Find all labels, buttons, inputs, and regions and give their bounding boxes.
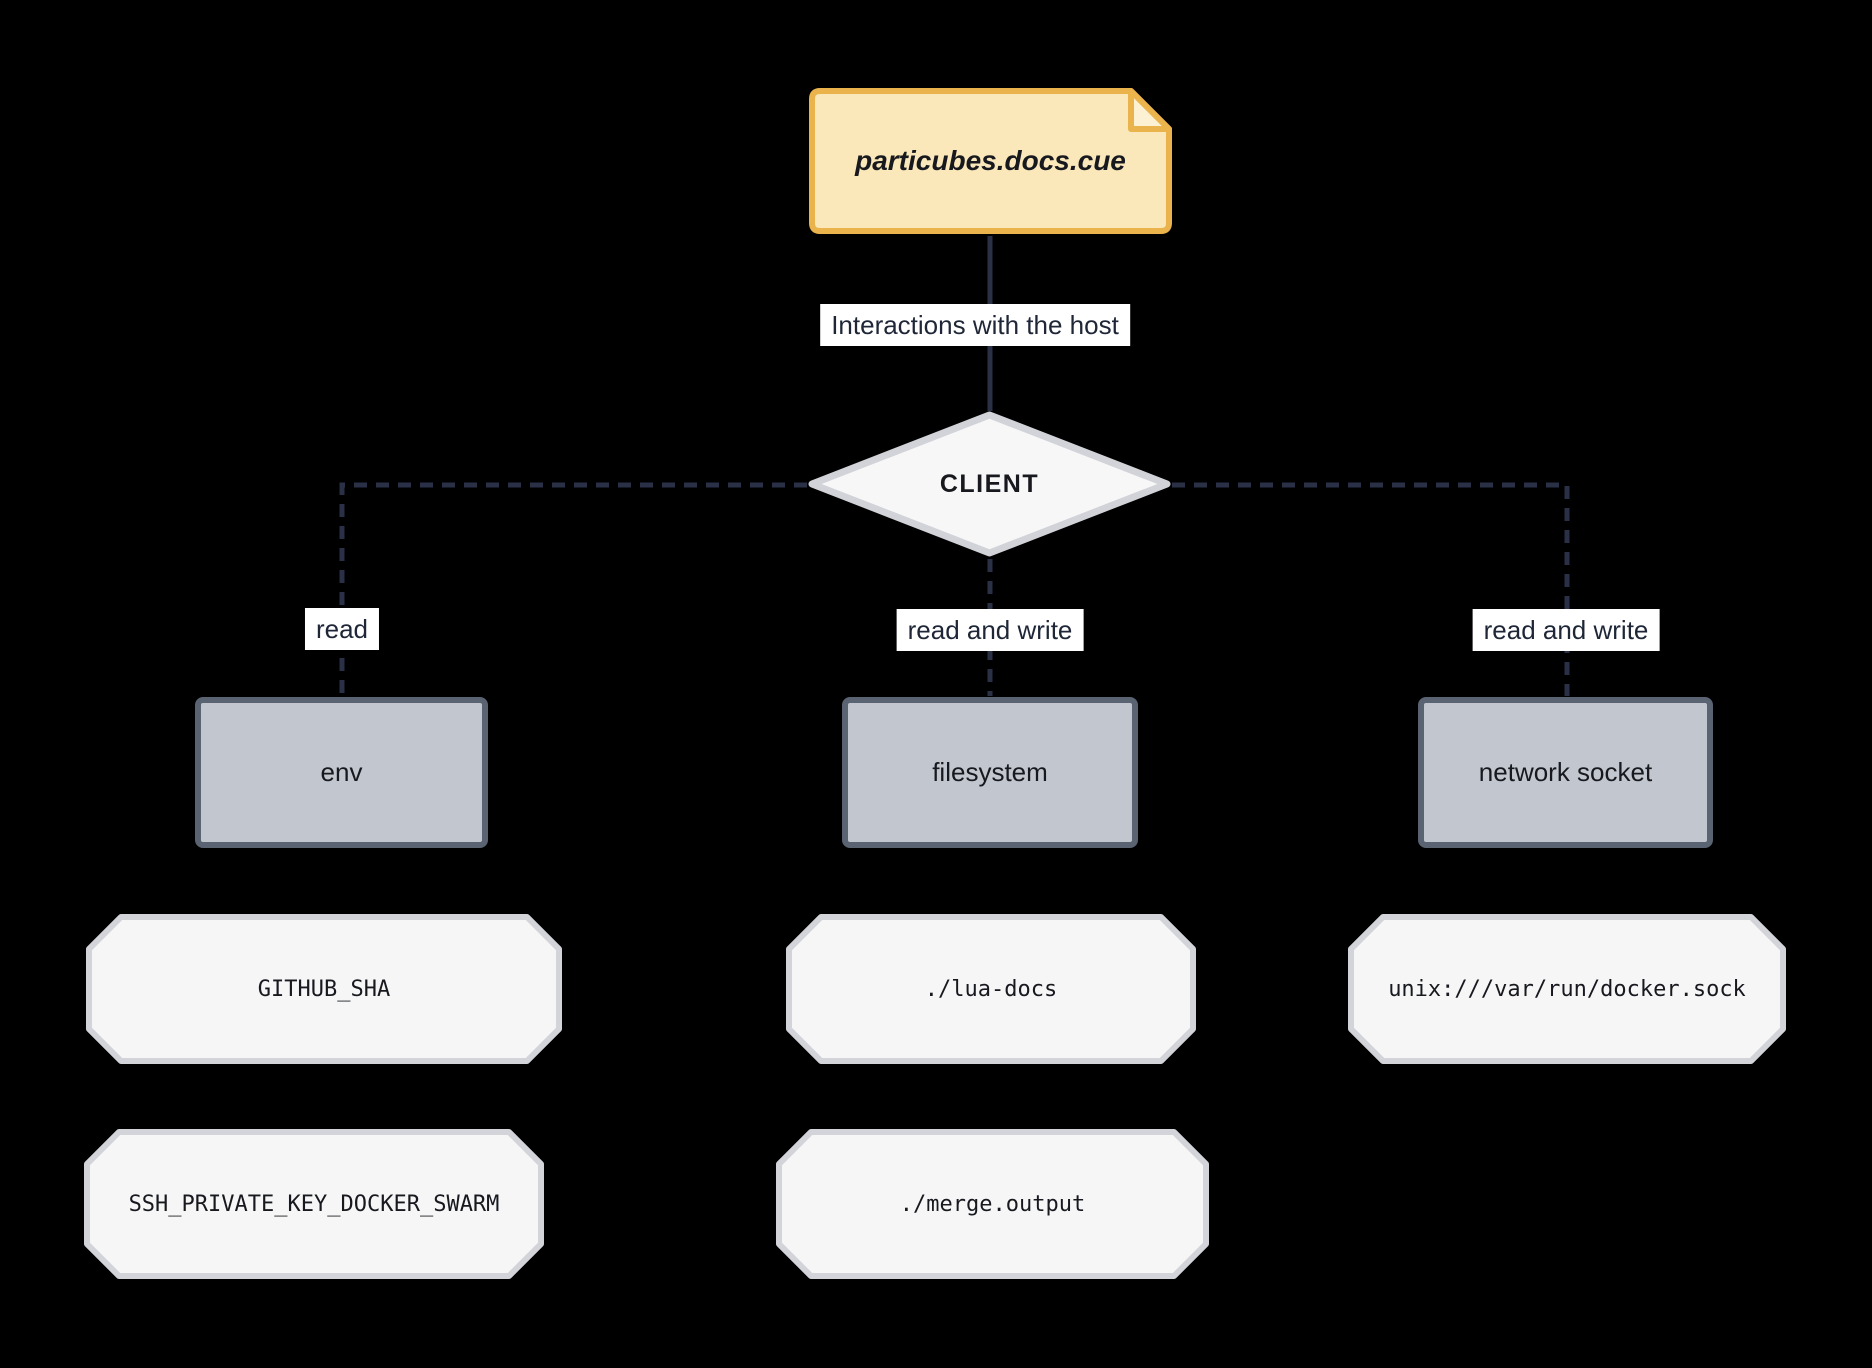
note-node-particubes-docs-cue: particubes.docs.cue	[808, 87, 1173, 235]
octagon-lua-docs: ./lua-docs	[785, 913, 1197, 1065]
octagon-docker-sock: unix:///var/run/docker.sock	[1347, 913, 1787, 1065]
filesystem-label: filesystem	[932, 757, 1048, 787]
note-shape	[809, 88, 1172, 234]
client-diamond-node: CLIENT	[807, 410, 1172, 558]
octagon-shape	[1348, 914, 1786, 1064]
edge-label-interactions-with-host: Interactions with the host	[820, 304, 1130, 346]
env-node: env	[195, 697, 488, 848]
edge-client-to-env	[339, 482, 807, 696]
network-socket-node: network socket	[1418, 697, 1713, 848]
github-sha-label: GITHUB_SHA	[257, 976, 391, 1002]
octagon-shape	[786, 914, 1196, 1064]
note-label: particubes.docs.cue	[855, 145, 1126, 176]
octagon-merge-output: ./merge.output	[775, 1128, 1210, 1280]
edge-label-read-and-write-filesystem: read and write	[896, 609, 1084, 651]
octagon-shape	[86, 914, 562, 1064]
docker-sock-label: unix:///var/run/docker.sock	[1388, 976, 1746, 1002]
diamond-shape	[808, 411, 1171, 557]
octagon-shape	[776, 1129, 1209, 1279]
edge-client-to-network-socket	[1172, 482, 1570, 696]
merge-output-label: ./merge.output	[899, 1191, 1086, 1217]
client-label: CLIENT	[939, 469, 1040, 498]
edge-label-read: read	[304, 608, 380, 650]
env-label: env	[320, 757, 363, 787]
octagon-ssh-private-key: SSH_PRIVATE_KEY_DOCKER_SWARM	[83, 1128, 545, 1280]
octagon-github-sha: GITHUB_SHA	[85, 913, 563, 1065]
filesystem-node: filesystem	[842, 697, 1138, 848]
network-socket-label: network socket	[1478, 757, 1653, 787]
octagon-shape	[84, 1129, 544, 1279]
ssh-private-key-label: SSH_PRIVATE_KEY_DOCKER_SWARM	[128, 1191, 500, 1217]
folded-corner-icon	[1128, 88, 1172, 132]
lua-docs-label: ./lua-docs	[924, 976, 1058, 1002]
edge-label-read-and-write-network: read and write	[1472, 609, 1660, 651]
